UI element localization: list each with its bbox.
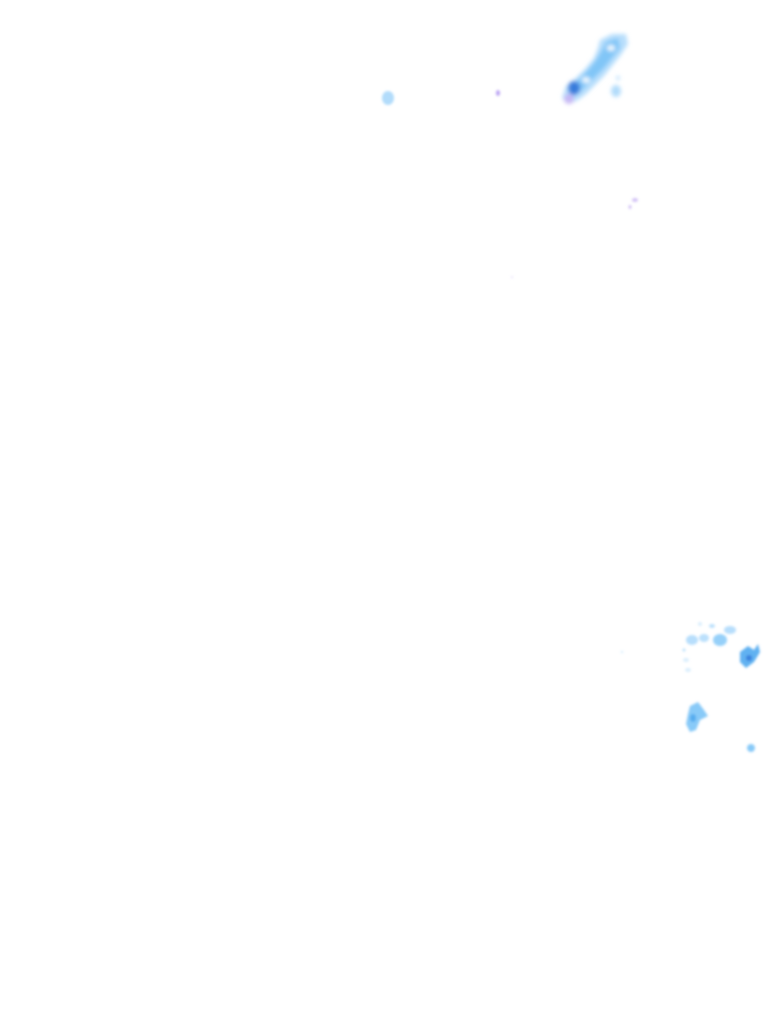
rain-cell-isolated [632, 198, 638, 202]
shower-patch [709, 624, 715, 628]
shower-patch [699, 634, 709, 642]
shower-patch [682, 648, 686, 652]
rain-cell-small [611, 85, 621, 97]
rain-cell-gap [607, 45, 615, 51]
shower-cell-east-core [746, 655, 752, 661]
shower-cell-south-core [690, 714, 696, 722]
shower-patch [724, 626, 736, 634]
rain-band-inner [570, 38, 620, 96]
rain-cluster-southeast [621, 622, 760, 752]
rain-cell-purple [564, 94, 574, 104]
shower-patch [685, 668, 691, 672]
shower-patch [713, 634, 727, 646]
shower-cell-small [747, 744, 755, 752]
rain-cell-small [616, 76, 620, 80]
rain-cell-core [568, 81, 580, 95]
shower-patch [698, 622, 702, 626]
rain-cell-speck [511, 276, 513, 278]
shower-cell-south [686, 702, 708, 732]
rain-cell-isolated [496, 90, 500, 96]
shower-patch [683, 658, 689, 662]
shower-patch [686, 635, 698, 645]
rain-cell-isolated [382, 91, 394, 105]
rain-cells-north [382, 90, 638, 278]
rain-cell-gap [582, 77, 590, 83]
shower-speck [621, 651, 623, 653]
rain-cell-isolated [628, 205, 632, 209]
rain-cluster-northeast [562, 34, 628, 104]
